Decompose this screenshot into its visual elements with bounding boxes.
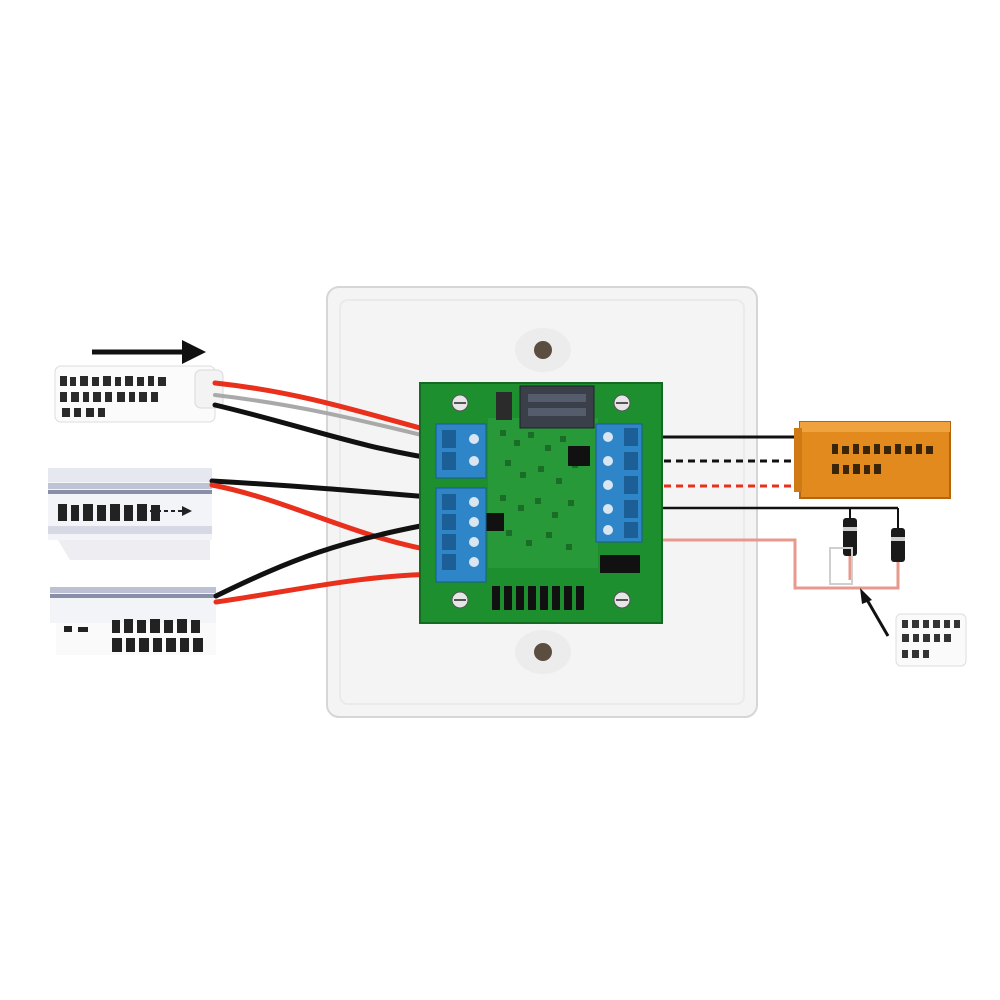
wire-black bbox=[213, 519, 445, 599]
right-wiring bbox=[640, 435, 900, 590]
orange-module-label-smudge bbox=[832, 444, 933, 474]
left-wiring bbox=[209, 380, 445, 605]
bottom-screw-hole bbox=[534, 643, 552, 661]
diode bbox=[843, 518, 857, 556]
capacitor bbox=[496, 392, 512, 420]
top-screw-hole bbox=[534, 341, 552, 359]
relay bbox=[519, 385, 595, 429]
terminal-block-right bbox=[595, 423, 643, 543]
orange-module bbox=[794, 421, 951, 499]
wire-gray bbox=[213, 393, 444, 442]
chip bbox=[568, 446, 590, 466]
wire-red bbox=[213, 571, 445, 605]
middle-left-device bbox=[48, 468, 212, 560]
terminal-block-left-upper bbox=[435, 423, 487, 479]
bottom-left-device-label-smudge bbox=[64, 619, 203, 652]
chip bbox=[486, 513, 504, 531]
diode-pair bbox=[829, 518, 905, 585]
top-left-device-label-smudge bbox=[60, 376, 166, 417]
wire-red bbox=[212, 380, 445, 437]
right-device-label-smudge bbox=[902, 620, 960, 658]
bottom-left-device bbox=[50, 587, 216, 655]
wire-black bbox=[209, 478, 445, 501]
pointer-arrow bbox=[860, 588, 890, 637]
diode bbox=[891, 528, 905, 562]
right-device bbox=[895, 613, 967, 667]
wire-red bbox=[209, 482, 445, 555]
top-left-device bbox=[54, 365, 224, 423]
pin-header bbox=[492, 586, 584, 610]
direction-arrow bbox=[92, 340, 206, 364]
chip bbox=[600, 555, 640, 573]
wire-pink-loop bbox=[640, 538, 900, 590]
board-screws bbox=[451, 394, 631, 609]
control-board bbox=[419, 382, 663, 624]
terminal-block-left-lower bbox=[435, 487, 487, 583]
middle-left-device-label-smudge bbox=[58, 504, 160, 521]
wire-black bbox=[212, 402, 445, 463]
